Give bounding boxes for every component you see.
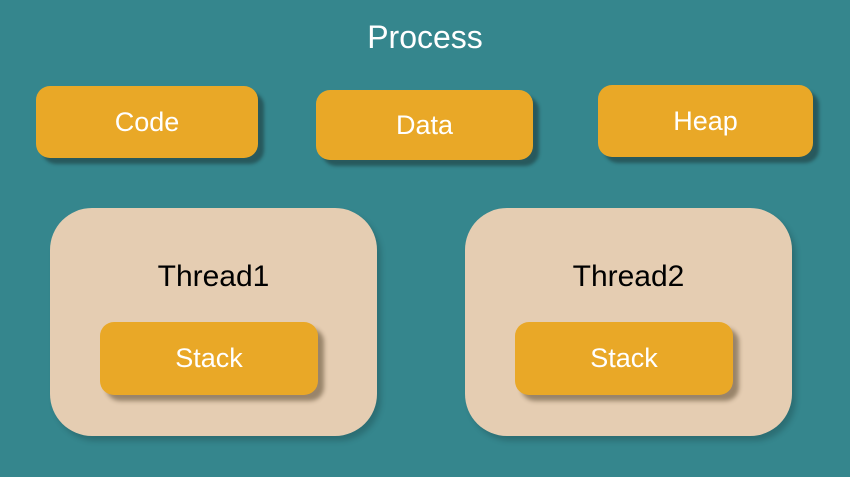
thread2-stack-box: Stack [515, 322, 733, 395]
thread2-box: Thread2 Stack [465, 208, 792, 436]
thread1-stack-box: Stack [100, 322, 318, 395]
code-box: Code [36, 86, 258, 158]
data-box-label: Data [395, 109, 454, 140]
heap-box: Heap [598, 85, 813, 157]
thread1-stack-label: Stack [175, 343, 243, 373]
heap-box-label: Heap [673, 105, 738, 136]
thread2-label: Thread2 [572, 260, 685, 293]
process-title: Process [367, 19, 483, 55]
thread1-box: Thread1 Stack [50, 208, 377, 436]
thread2-stack-label: Stack [590, 343, 658, 373]
data-box: Data [316, 90, 533, 160]
thread1-label: Thread1 [157, 260, 270, 293]
code-box-label: Code [114, 106, 180, 137]
